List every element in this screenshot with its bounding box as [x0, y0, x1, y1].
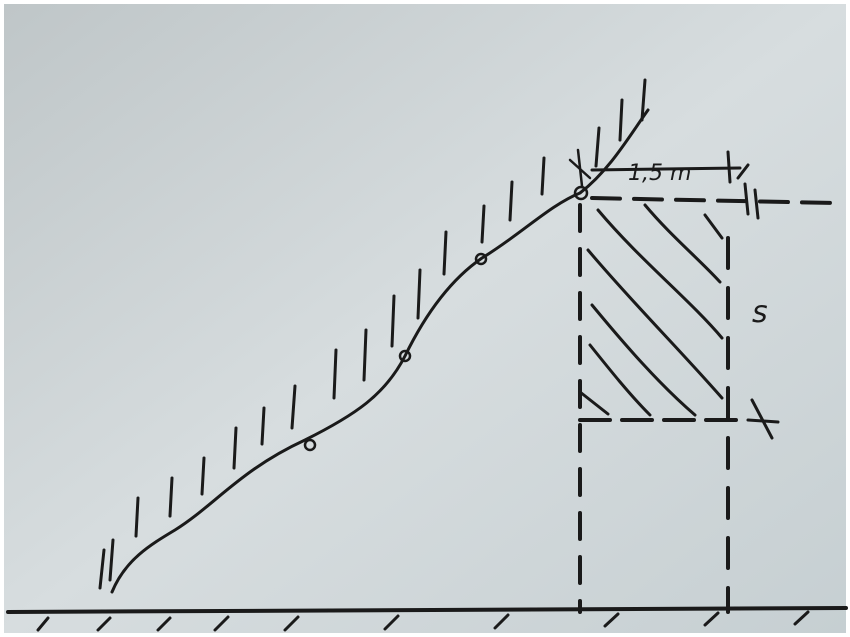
distance-dimension	[590, 150, 760, 220]
top-point-cross	[568, 148, 592, 188]
horizontal-dashed-line-top	[590, 196, 837, 205]
slope-points	[303, 185, 589, 452]
slope-curve	[110, 108, 650, 594]
point-3	[474, 252, 488, 266]
ground-line	[6, 606, 848, 614]
ground	[6, 606, 848, 632]
distance-label: 1,5 m	[628, 161, 691, 186]
ground-hatching	[36, 610, 810, 632]
height-label: s	[752, 295, 768, 330]
point-4	[573, 185, 589, 201]
point-2	[398, 349, 412, 363]
point-1	[303, 438, 317, 452]
slope-hatching	[98, 78, 647, 590]
height-dimension	[746, 398, 780, 440]
zone-hatching	[578, 203, 724, 417]
